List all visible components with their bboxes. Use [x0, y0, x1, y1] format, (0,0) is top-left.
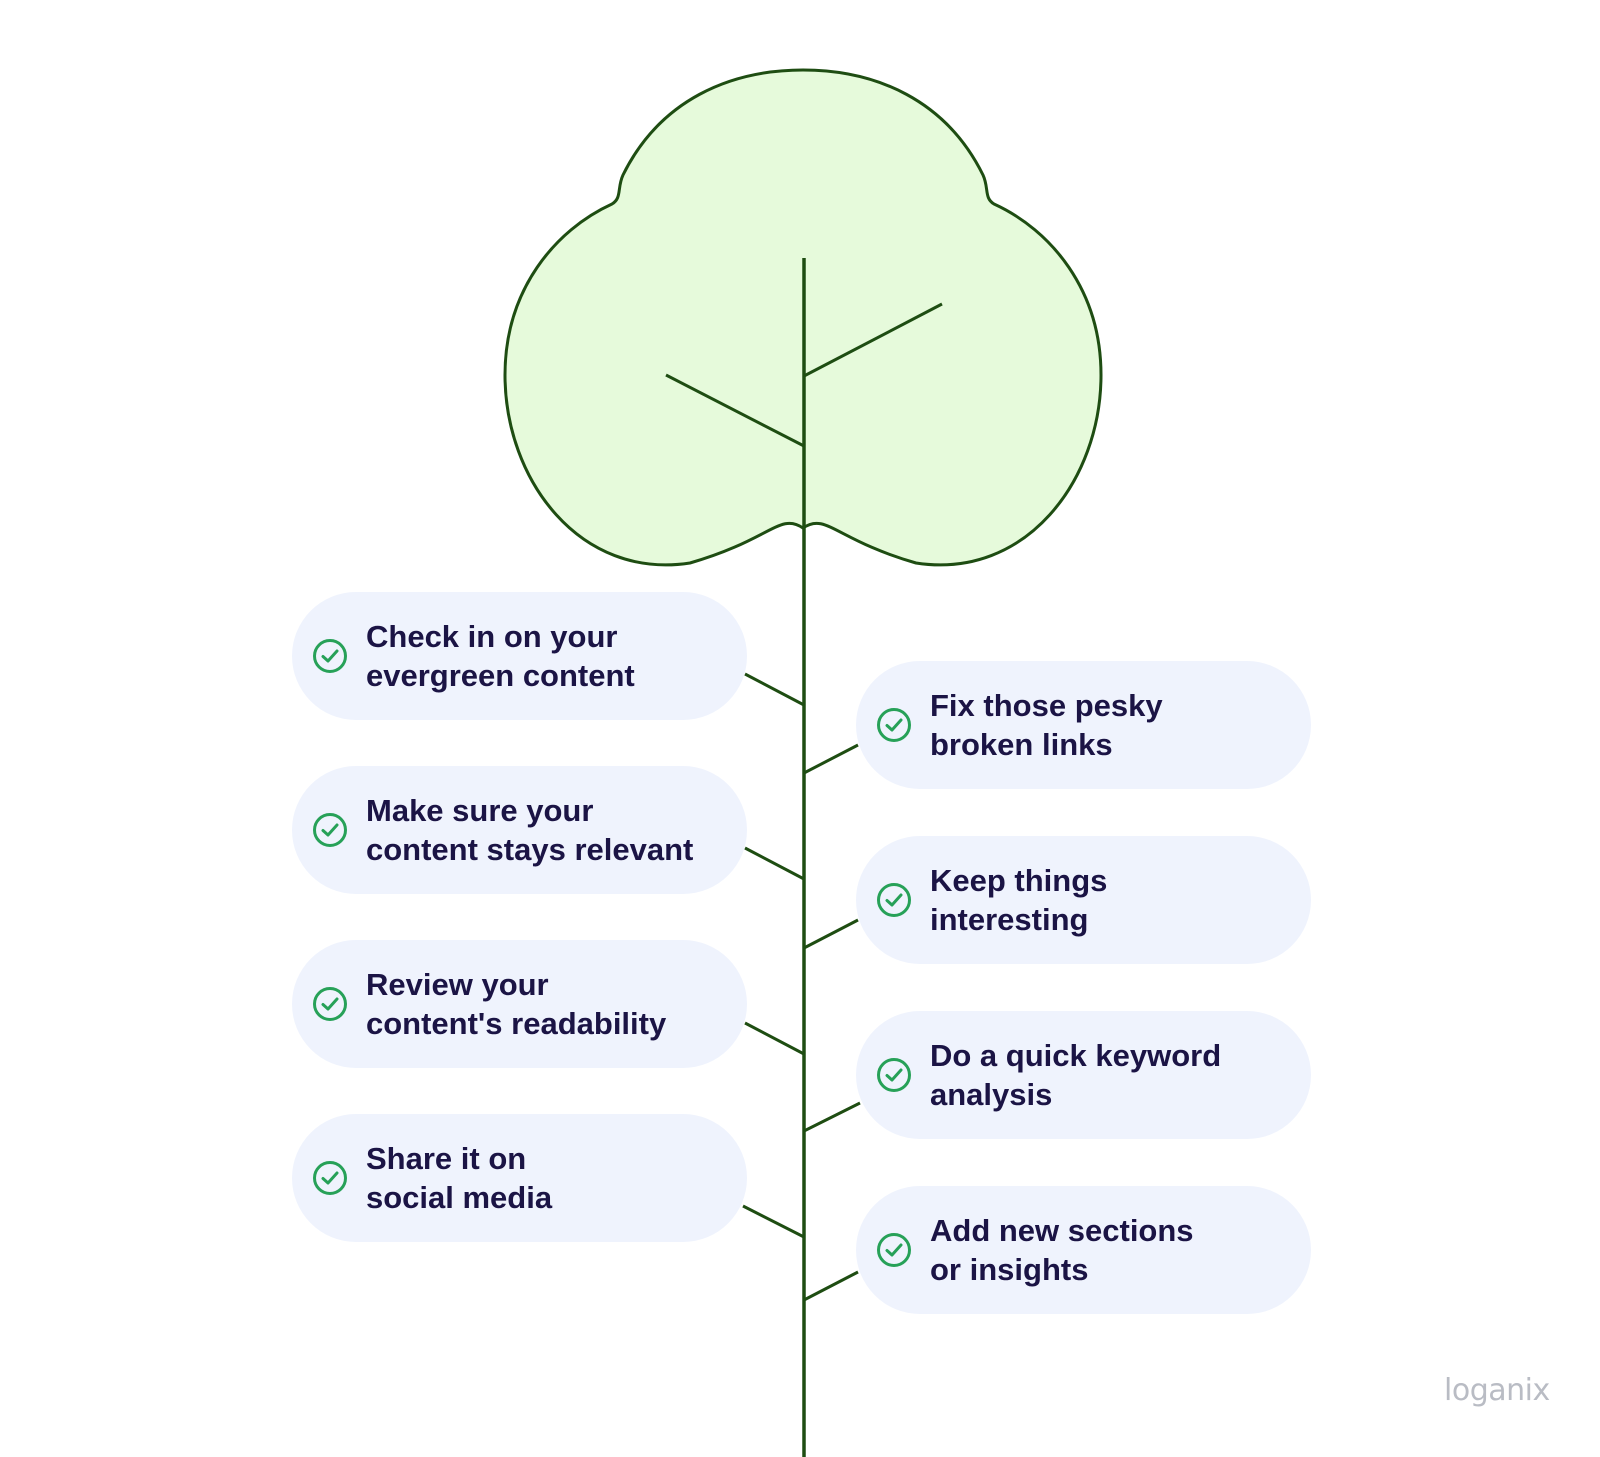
circle-check-icon [877, 1233, 911, 1267]
list-item-line1: Check in on your [366, 619, 618, 654]
list-item-line1: Make sure your [366, 793, 594, 828]
list-item: Check in on your evergreen content [292, 592, 747, 720]
list-item-line1: Keep things [930, 863, 1108, 898]
list-item: Make sure your content stays relevant [292, 766, 747, 894]
crown-branch-right [803, 302, 943, 378]
connector-right-3 [803, 1101, 861, 1133]
connector-left-2 [744, 846, 805, 881]
connector-left-1 [744, 672, 805, 707]
list-item-line2: content stays relevant [366, 832, 694, 867]
circle-check-icon [877, 1058, 911, 1092]
list-item: Share it on social media [292, 1114, 747, 1242]
circle-check-icon [313, 813, 347, 847]
list-item-label: Check in on your evergreen content [366, 592, 736, 720]
list-item-line1: Share it on [366, 1141, 527, 1176]
list-item-label: Add new sections or insights [930, 1186, 1300, 1314]
list-item-label: Keep things interesting [930, 836, 1300, 964]
circle-check-icon [313, 1161, 347, 1195]
list-item-line1: Do a quick keyword [930, 1038, 1222, 1073]
connector-left-3 [744, 1021, 805, 1056]
list-item-line1: Fix those pesky [930, 688, 1163, 723]
list-item: Do a quick keyword analysis [856, 1011, 1311, 1139]
list-item-line2: evergreen content [366, 658, 635, 693]
list-item-line1: Review your [366, 967, 549, 1002]
connector-right-4 [803, 1270, 859, 1302]
list-item-label: Do a quick keyword analysis [930, 1011, 1300, 1139]
list-item-label: Make sure your content stays relevant [366, 766, 736, 894]
list-item-line2: broken links [930, 727, 1113, 762]
list-item-label: Fix those pesky broken links [930, 661, 1300, 789]
list-item-label: Review your content's readability [366, 940, 736, 1068]
circle-check-icon [877, 708, 911, 742]
circle-check-icon [313, 639, 347, 673]
list-item-line2: content's readability [366, 1006, 667, 1041]
circle-check-icon [877, 883, 911, 917]
crown-branch-left [665, 373, 805, 448]
list-item-line1: Add new sections [930, 1213, 1194, 1248]
list-item: Keep things interesting [856, 836, 1311, 964]
connector-right-2 [803, 918, 859, 950]
connector-right-1 [803, 743, 859, 775]
list-item: Fix those pesky broken links [856, 661, 1311, 789]
list-item: Review your content's readability [292, 940, 747, 1068]
list-item-line2: interesting [930, 902, 1089, 937]
list-item-line2: analysis [930, 1077, 1053, 1112]
brand-logo: loganix [1444, 1373, 1550, 1408]
circle-check-icon [313, 987, 347, 1021]
list-item-line2: social media [366, 1180, 553, 1215]
list-item-label: Share it on social media [366, 1114, 736, 1242]
connector-left-4 [742, 1204, 805, 1239]
list-item-line2: or insights [930, 1252, 1089, 1287]
list-item: Add new sections or insights [856, 1186, 1311, 1314]
